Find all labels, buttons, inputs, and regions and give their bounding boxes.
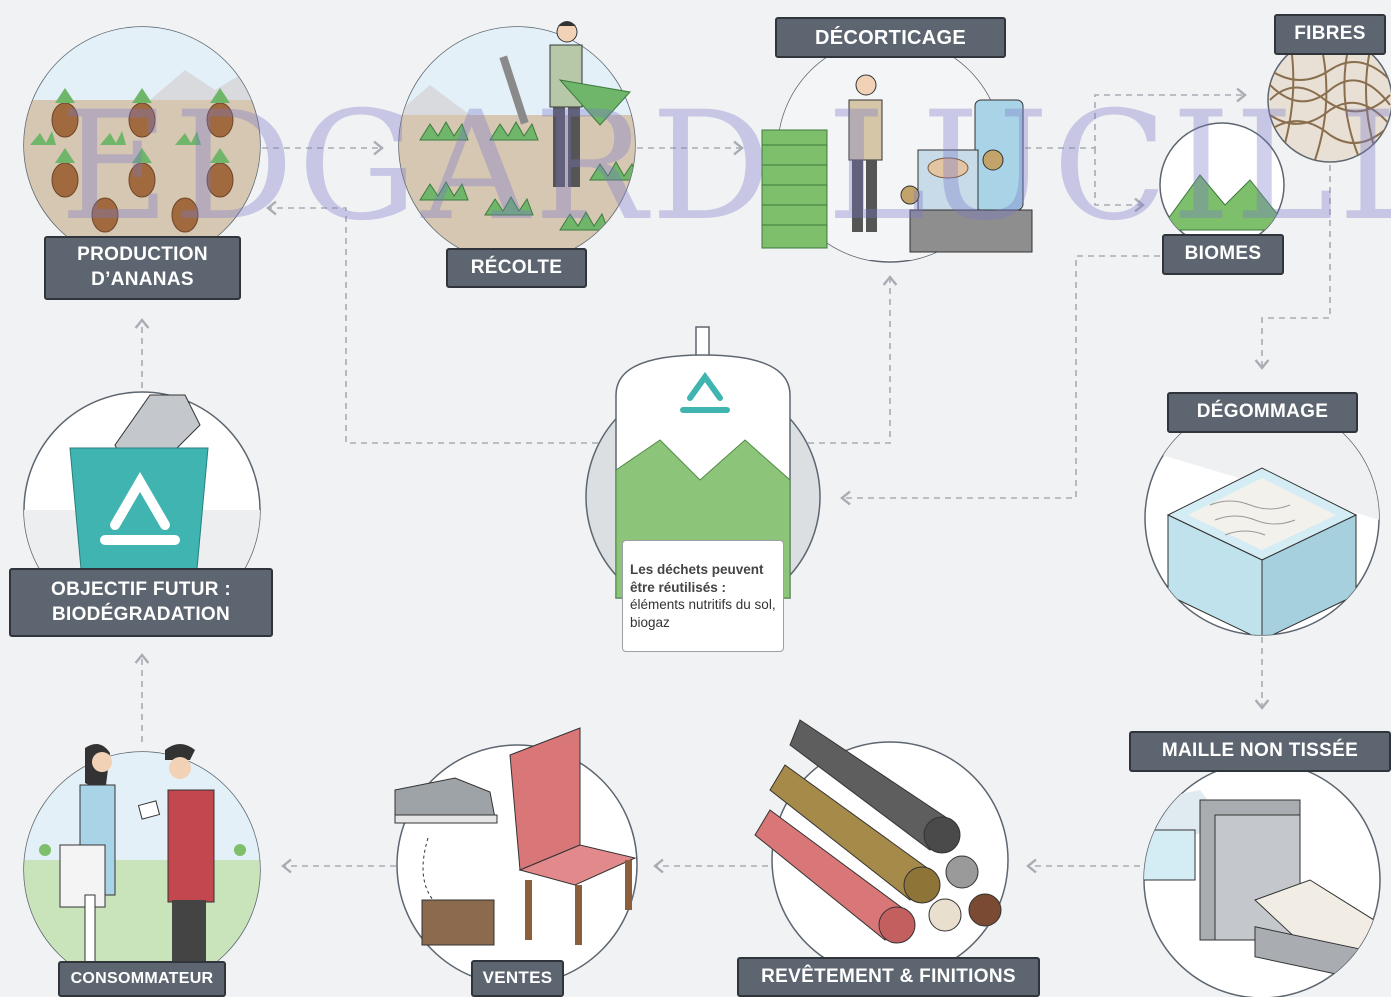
- label-future: OBJECTIF FUTUR : BIODÉGRADATION: [9, 568, 273, 637]
- fabric-rolls-illustration: [754, 719, 1009, 979]
- flow-arrows: [134, 87, 1331, 874]
- waste-note-title: Les déchets peuvent être réutilisés :: [630, 562, 764, 595]
- label-future-line2: BIODÉGRADATION: [51, 603, 230, 625]
- worker-figure: [848, 74, 883, 232]
- label-future-line1: OBJECTIF FUTUR :: [50, 578, 231, 600]
- label-fibers: FIBRES: [1274, 14, 1386, 55]
- label-production-line2: D’ANANAS: [91, 269, 194, 290]
- consumer-illustration: [23, 744, 261, 991]
- label-sales: VENTES: [471, 960, 564, 997]
- leaf-stack: [761, 129, 828, 249]
- label-production: PRODUCTION D’ANANAS: [44, 236, 241, 300]
- bag-icon: [421, 837, 495, 946]
- woman-figure: [59, 744, 116, 991]
- farmer-figure: [499, 21, 631, 187]
- label-nonwoven: MAILLE NON TISSÉE: [1129, 731, 1391, 772]
- label-decortication: DÉCORTICAGE: [775, 17, 1006, 58]
- chair-icon: [509, 727, 637, 945]
- harvest-illustration: [398, 21, 636, 264]
- man-figure: [137, 744, 215, 990]
- waste-note-body: éléments nutritifs du sol, biogaz: [630, 597, 776, 630]
- arrow-decortication-to-fibers: [1003, 87, 1247, 149]
- label-degumming: DÉGOMMAGE: [1167, 392, 1358, 433]
- waste-note: Les déchets peuvent être réutilisés : él…: [622, 540, 784, 652]
- label-consumer: CONSOMMATEUR: [58, 961, 226, 997]
- arrow-fibers-to-degumming: [1254, 165, 1331, 370]
- pineapple-field-illustration: [23, 26, 261, 264]
- shoe-icon: [394, 777, 498, 824]
- sales-illustration: [394, 727, 638, 986]
- arrow-decortication-to-biomass: [1094, 148, 1145, 213]
- label-biomass: BIOMES: [1162, 234, 1284, 275]
- arrow-biomass-to-waste: [840, 255, 1160, 506]
- label-coating: REVÊTEMENT & FINITIONS: [737, 957, 1040, 997]
- biomass-illustration: [1159, 122, 1285, 248]
- decorticator-machine: [900, 99, 1033, 253]
- degumming-illustration: [1144, 400, 1380, 636]
- label-production-line1: PRODUCTION: [77, 244, 208, 266]
- label-harvest: RÉCOLTE: [446, 248, 587, 288]
- nonwoven-illustration: [1143, 761, 1381, 997]
- recycle-icon: [100, 472, 180, 545]
- recycle-bin-icon: [69, 447, 209, 581]
- decortication-illustration: [761, 37, 1033, 263]
- arrow-waste-to-decortication: [808, 275, 898, 444]
- fibers-illustration: [1267, 37, 1391, 163]
- recycle-icon: [680, 371, 730, 413]
- arrow-waste-to-production: [266, 200, 598, 444]
